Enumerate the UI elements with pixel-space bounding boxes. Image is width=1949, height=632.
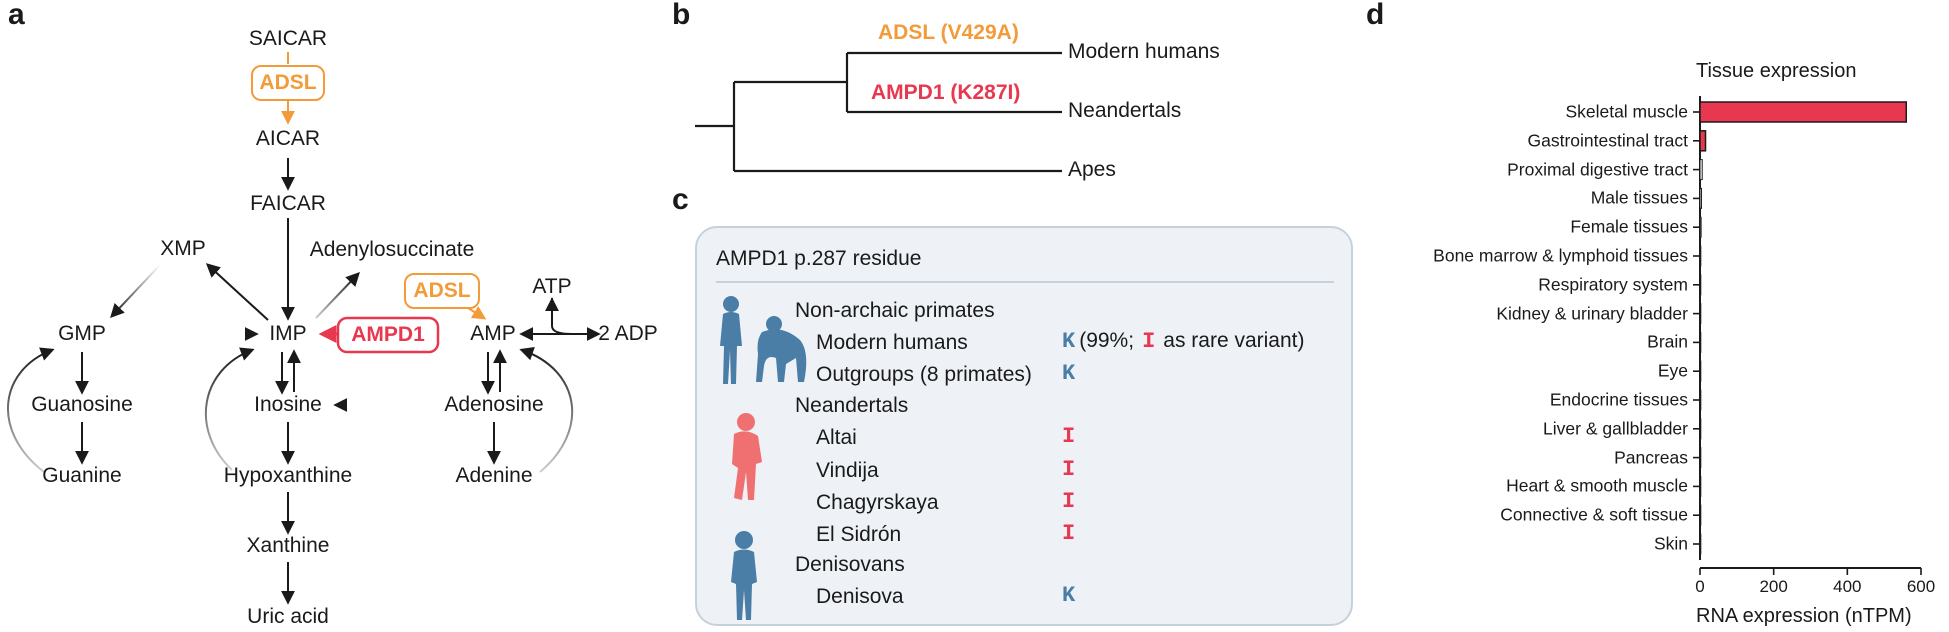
met-inosine: Inosine	[254, 393, 322, 416]
row-chagyrskaya: Chagyrskaya	[816, 491, 939, 514]
bar-kidney-urinary-bladder	[1699, 303, 1702, 325]
tissue-label: Skeletal muscle	[1565, 101, 1688, 122]
bar-liver-gallbladder	[1699, 418, 1702, 440]
met-faicar: FAICAR	[250, 192, 326, 215]
met-uric-acid: Uric acid	[247, 605, 329, 628]
met-xanthine: Xanthine	[246, 534, 330, 557]
bar-gastrointestinal-tract	[1699, 130, 1707, 152]
met-amp: AMP	[470, 322, 516, 345]
met-atp: ATP	[532, 275, 572, 298]
bar-brain	[1699, 331, 1702, 353]
row-altai: Altai	[816, 426, 857, 449]
residue-altai: I	[1062, 424, 1076, 449]
tissue-label: Liver & gallbladder	[1543, 418, 1688, 439]
residue-el-sidron: I	[1062, 521, 1076, 546]
met-imp: IMP	[269, 322, 307, 345]
note-a: (99%;	[1079, 329, 1135, 352]
bar-bone-marrow-lymphoid-tissues	[1699, 245, 1702, 267]
tissue-label: Bone marrow & lymphoid tissues	[1433, 245, 1688, 266]
met-aicar: AICAR	[255, 127, 321, 150]
bar-skin	[1699, 533, 1702, 555]
leaf-modern-humans: Modern humans	[1068, 40, 1220, 63]
tissue-label: Gastrointestinal tract	[1527, 130, 1688, 151]
bar-respiratory-system	[1699, 274, 1702, 296]
row-outgroups: Outgroups (8 primates)	[816, 363, 1032, 386]
tissue-label: Kidney & urinary bladder	[1496, 303, 1688, 324]
x-tick-label: 600	[1906, 577, 1936, 596]
row-vindija: Vindija	[816, 459, 879, 482]
bar-male-tissues	[1699, 187, 1702, 209]
x-tick-label: 200	[1759, 577, 1788, 596]
group-neandertals: Neandertals	[795, 394, 909, 417]
row-modern-humans: Modern humans	[816, 331, 968, 354]
panel-label-a: a	[8, 0, 25, 31]
x-axis-label: RNA expression (nTPM)	[1696, 605, 1912, 627]
enzyme-ampd1: AMPD1	[351, 323, 425, 346]
met-gmp: GMP	[58, 322, 106, 345]
met-guanine: Guanine	[42, 464, 122, 487]
panel-label-d: d	[1366, 0, 1385, 31]
mutation-adsl: ADSL (V429A)	[878, 21, 1019, 44]
tissue-label: Female tissues	[1570, 216, 1688, 237]
mutation-ampd1: AMPD1 (K287I)	[871, 81, 1021, 104]
x-tick-label: 400	[1833, 577, 1862, 596]
group-denisovans: Denisovans	[795, 553, 905, 576]
residue-chagyrskaya: I	[1062, 489, 1076, 514]
title-divider	[716, 281, 1334, 283]
residue-outgroups: K	[1062, 361, 1076, 386]
primates-silhouette-icon	[720, 296, 807, 384]
bar-connective-soft-tissue	[1699, 504, 1702, 526]
panel-label-c: c	[672, 183, 689, 216]
chart-title: Tissue expression	[1696, 60, 1857, 82]
tissue-label: Endocrine tissues	[1549, 389, 1688, 410]
bar-eye	[1699, 360, 1702, 382]
met-xmp: XMP	[160, 237, 206, 260]
tissue-label: Proximal digestive tract	[1507, 159, 1688, 180]
tissue-label: Connective & soft tissue	[1500, 504, 1688, 525]
residue-panel-title: AMPD1 p.287 residue	[716, 247, 922, 270]
tissue-label: Skin	[1653, 533, 1688, 554]
enzyme-adsl-top: ADSL	[259, 71, 317, 94]
x-tick-label: 0	[1695, 577, 1705, 596]
tissue-label: Respiratory system	[1538, 274, 1688, 295]
denisovan-silhouette-icon	[731, 531, 757, 620]
met-adenosine: Adenosine	[444, 393, 544, 416]
met-adp: 2 ADP	[598, 322, 658, 345]
met-guanosine: Guanosine	[31, 393, 133, 416]
enzyme-adsl-right: ADSL	[413, 279, 471, 302]
tissue-label: Brain	[1647, 331, 1688, 352]
row-el-sidron: El Sidrón	[816, 523, 902, 546]
residue-denisova: K	[1062, 583, 1076, 608]
tissue-label: Heart & smooth muscle	[1506, 475, 1688, 496]
tissue-label: Male tissues	[1590, 187, 1688, 208]
met-adenylosuccinate: Adenylosuccinate	[309, 238, 475, 261]
leaf-neandertals: Neandertals	[1068, 99, 1182, 122]
bar-female-tissues	[1699, 216, 1702, 238]
residue-rare-i: I	[1142, 329, 1156, 354]
met-adenine: Adenine	[455, 464, 533, 487]
panel-label-b: b	[672, 0, 691, 31]
tissue-label: Eye	[1657, 360, 1688, 381]
row-denisova: Denisova	[816, 585, 904, 608]
group-non-archaic: Non-archaic primates	[795, 299, 995, 322]
residue-k: K	[1062, 329, 1076, 354]
bar-endocrine-tissues	[1699, 389, 1702, 411]
neandertal-silhouette-icon	[732, 413, 762, 500]
residue-vindija: I	[1062, 457, 1076, 482]
bar-heart-smooth-muscle	[1699, 475, 1702, 497]
bar-pancreas	[1699, 447, 1702, 469]
met-hypoxanthine: Hypoxanthine	[223, 464, 353, 487]
note-b: as rare variant)	[1163, 329, 1305, 352]
expression-bar-chart	[1693, 96, 1922, 575]
bar-skeletal-muscle	[1699, 101, 1908, 123]
met-saicar: SAICAR	[248, 27, 328, 50]
residue-panel	[695, 226, 1353, 626]
tissue-label: Pancreas	[1614, 447, 1688, 468]
leaf-apes: Apes	[1068, 158, 1116, 181]
pathway-arrows	[7, 52, 601, 605]
phylogenetic-tree	[695, 51, 1062, 173]
bar-proximal-digestive-tract	[1699, 159, 1703, 181]
